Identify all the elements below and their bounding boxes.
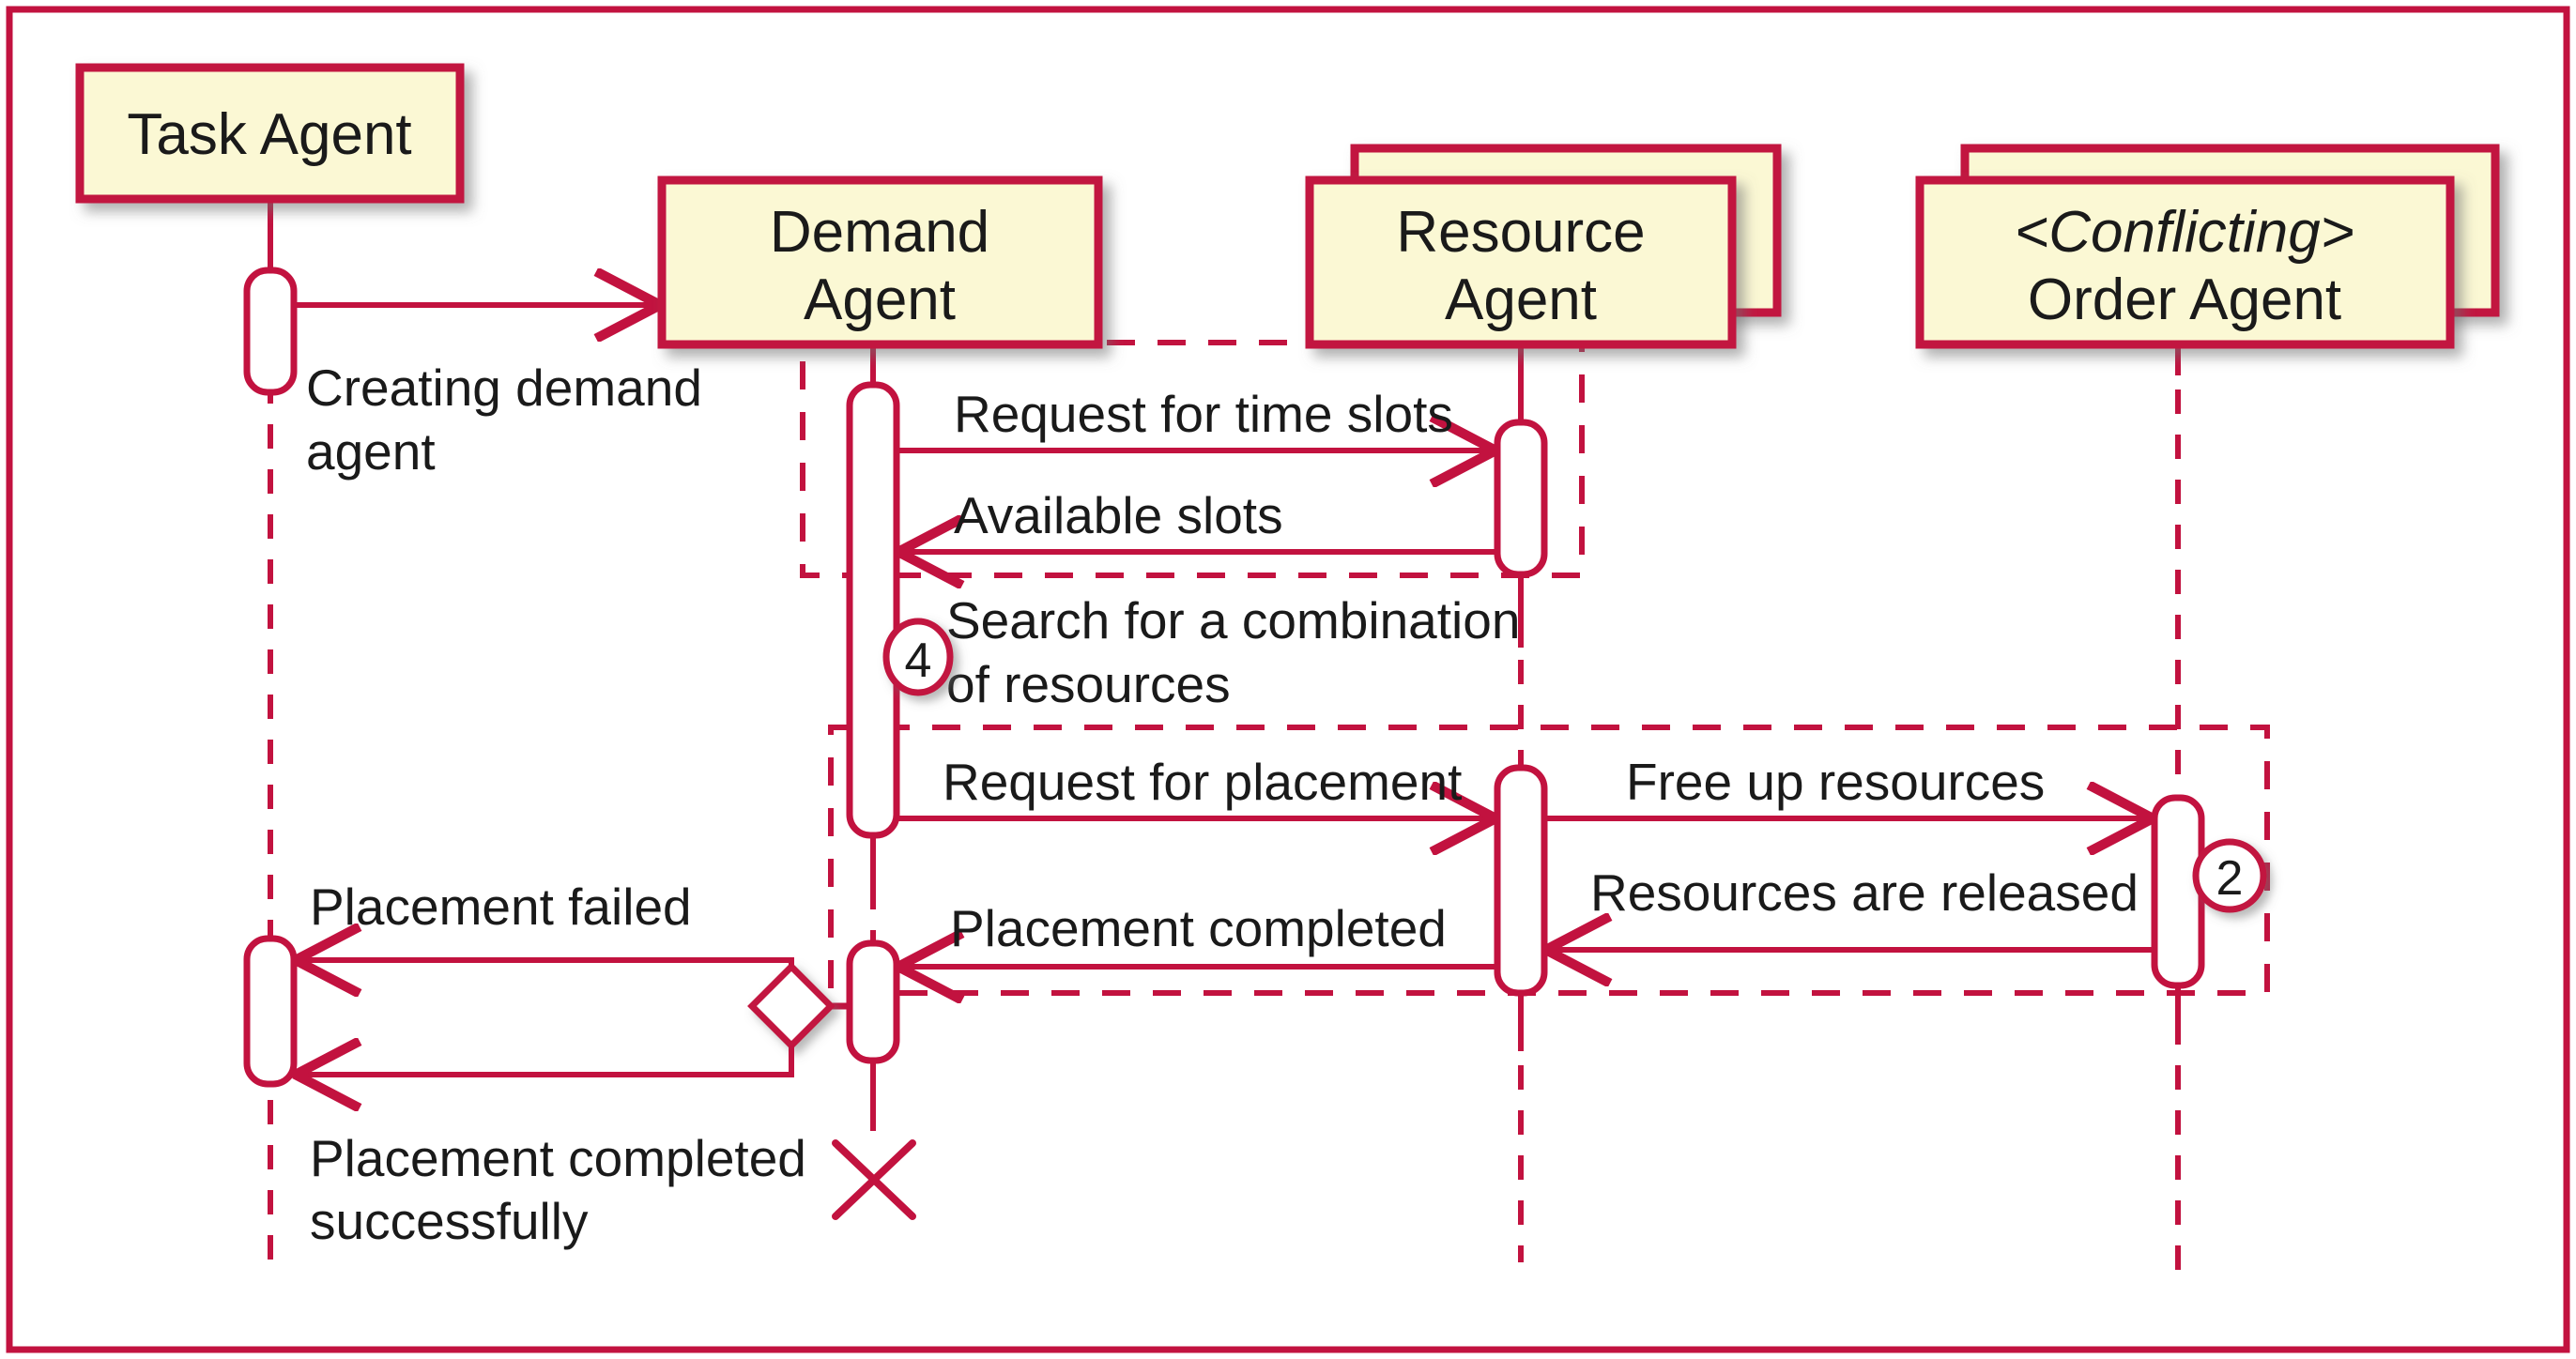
lifeline-box-demand-agent[interactable] — [657, 176, 1103, 349]
lifeline-header-order-agent[interactable]: <Conflicting> Order Agent — [1915, 144, 2500, 349]
destruction-marker-demand-agent — [832, 1139, 916, 1220]
lifeline-box-order-agent[interactable] — [1915, 176, 2455, 349]
lifeline-box-task-agent[interactable] — [75, 63, 465, 204]
marker-4-circle — [882, 618, 954, 696]
message-label-search-combination-line1: Search for a combination — [946, 591, 1520, 649]
marker-2-group: 2 — [2192, 838, 2267, 913]
activation-order-agent-1 — [2151, 794, 2205, 989]
message-label-placement-completed: Placement completed — [950, 899, 1447, 957]
lifeline-label-demand-agent-line1: Demand — [770, 200, 989, 265]
message-line-placement-completed-successfully — [299, 1046, 794, 1075]
activation-resource-agent-2 — [1494, 764, 1548, 997]
activation-demand-agent-2 — [846, 939, 900, 1064]
message-label-creating-demand-agent-line1: Creating demand — [306, 359, 702, 417]
lifeline-label-demand-agent-line2: Agent — [804, 267, 956, 332]
activation-demand-agent-1 — [846, 381, 900, 839]
lifeline-box-resource-agent[interactable] — [1305, 176, 1737, 349]
lifeline-label-order-agent-stereotype: <Conflicting> — [2015, 200, 2354, 265]
message-label-creating-demand-agent-line2: agent — [306, 422, 436, 481]
message-label-placement-success-line2: successfully — [310, 1192, 589, 1250]
lifeline-label-resource-agent-line2: Agent — [1445, 267, 1597, 332]
message-label-free-up-resources: Free up resources — [1626, 753, 2045, 811]
marker-2-circle — [2192, 838, 2267, 913]
lifeline-header-task-agent[interactable]: Task Agent — [75, 63, 465, 204]
message-label-available-slots: Available slots — [954, 486, 1283, 544]
message-label-search-combination-line2: of resources — [946, 655, 1231, 713]
message-label-placement-failed: Placement failed — [310, 878, 692, 936]
message-line-placement-failed — [299, 960, 794, 967]
message-label-request-for-time-slots: Request for time slots — [954, 385, 1453, 443]
lifeline-header-resource-agent[interactable]: Resource Agent — [1305, 144, 1782, 349]
lifeline-header-demand-agent[interactable]: Demand Agent — [657, 176, 1103, 349]
fragment-placement — [828, 725, 2270, 996]
activation-task-agent-1 — [243, 267, 298, 396]
activation-task-agent-2 — [243, 935, 298, 1088]
message-label-placement-success-line1: Placement completed — [310, 1129, 806, 1187]
message-label-resources-are-released: Resources are released — [1590, 863, 2139, 922]
marker-4-value: 4 — [905, 634, 932, 688]
activation-resource-agent-1 — [1494, 419, 1548, 578]
lifeline-label-order-agent-line2: Order Agent — [2028, 267, 2341, 332]
marker-4-group: 4 — [882, 618, 954, 696]
lifeline-label-resource-agent-line1: Resource — [1396, 200, 1645, 265]
marker-2-value: 2 — [2216, 851, 2244, 906]
lifeline-label-task-agent: Task Agent — [127, 102, 411, 167]
message-label-request-for-placement: Request for placement — [943, 753, 1462, 811]
